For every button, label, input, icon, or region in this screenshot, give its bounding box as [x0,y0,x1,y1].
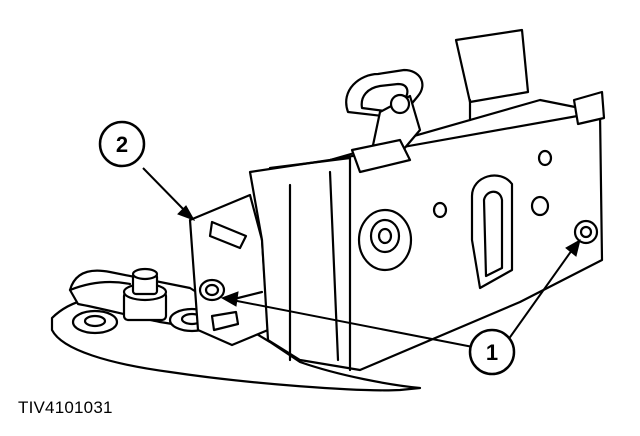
bracket-pin [210,310,240,332]
release-lever [345,68,424,174]
latch-side-plate [188,193,270,347]
striker-slot [470,174,514,290]
latch-stud [122,267,168,322]
arrowheads [177,205,581,307]
leader-line-1a [231,299,479,349]
housing-holes [357,149,553,272]
callout-2-label: 2 [116,132,128,157]
latch-housing [248,98,604,372]
leader-line-2 [142,167,189,215]
callout-1-label: 1 [486,340,498,365]
leader-line-1b [507,249,573,341]
figure-id: TIV4101031 [18,398,113,417]
arrowhead-1b [565,238,581,257]
callout-2: 2 [98,120,146,168]
arrowhead-1a [220,291,239,307]
rear-tab [454,28,606,126]
bracket-bushing-left [71,309,119,335]
mounting-screw-right [573,219,599,245]
callout-1: 1 [468,328,516,376]
arrowhead-2 [177,205,196,221]
leader-lines [142,167,573,349]
